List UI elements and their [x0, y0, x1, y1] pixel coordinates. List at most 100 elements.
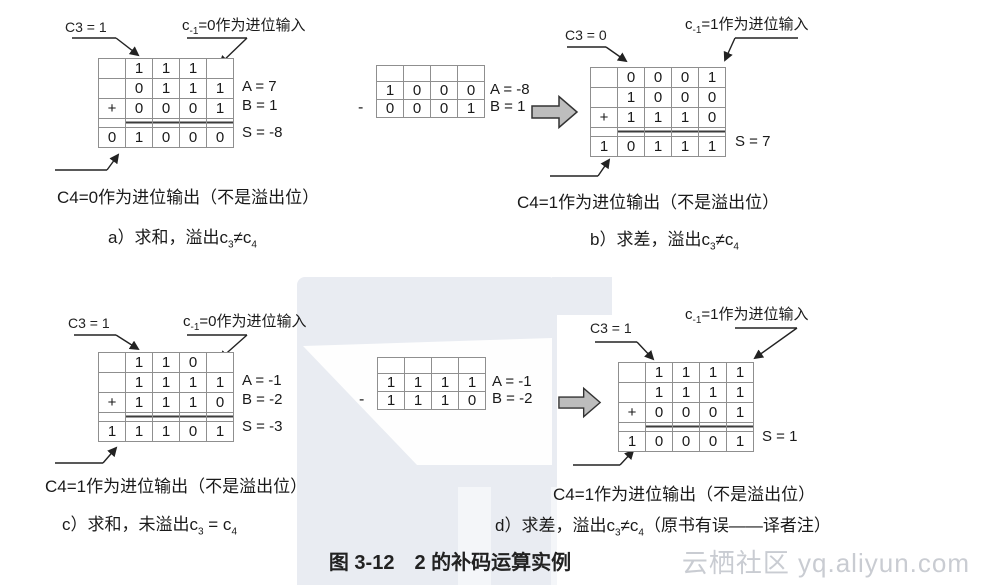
bit-cell: 1 [645, 362, 673, 383]
watermark: 云栖社区 yq.aliyun.com [681, 548, 970, 578]
bit-cell [404, 357, 432, 374]
bit-cell: 1 [179, 392, 207, 413]
sum-row: 1 0 1 1 1 [590, 136, 726, 157]
bit-cell: 1 [726, 402, 754, 423]
caption-text: d）求差，溢出c [495, 516, 615, 535]
c3-label: C3 = 0 [565, 27, 607, 43]
caption-sub: 3 [198, 526, 204, 538]
bit-cell: 0 [699, 431, 727, 452]
bit-cell: 1 [125, 372, 153, 393]
bit-cell: 1 [125, 421, 153, 442]
carry-in-text: =1作为进位输入 [701, 306, 809, 323]
bit-cell: 1 [125, 352, 153, 373]
bit-cell [98, 372, 126, 393]
bit-cell: 1 [726, 431, 754, 452]
carry-out-cell: 1 [98, 421, 126, 442]
bit-cell: 0 [698, 107, 726, 128]
c3-arrow [115, 334, 140, 351]
bit-cell: 0 [125, 98, 153, 119]
carry-out-label: C4=1作为进位输出（不是溢出位） [553, 485, 816, 504]
figure-title: 图 3-12 2 的补码运算实例 [328, 552, 572, 574]
a-value-label: A = -1 [492, 373, 532, 390]
carry-in-text: c [183, 313, 191, 330]
carry-out-arrow [597, 158, 611, 177]
caption-text: ≠c [715, 230, 734, 249]
bit-cell: 1 [125, 58, 153, 79]
bit-cell: 1 [125, 392, 153, 413]
bit-cell [376, 65, 404, 82]
bit-cell: 1 [125, 127, 153, 148]
c3-arrow [636, 341, 655, 361]
separator-row [590, 127, 726, 137]
sum-rule [699, 422, 727, 432]
bit-cell [618, 362, 646, 383]
bit-cell: 1 [672, 362, 700, 383]
section-b: 1 0 0 0 0 0 0 1 - A = -8 B = 1 C3 = 0 c-… [350, 5, 982, 265]
caption-text: b）求差，溢出c [590, 230, 710, 249]
bit-cell: 1 [698, 136, 726, 157]
bit-cell: 1 [645, 382, 673, 403]
bit-cell [403, 65, 431, 82]
c3-label: C3 = 1 [68, 315, 110, 331]
section-c: C3 = 1 c-1=0作为进位输入 1 1 0 1 1 1 1 + 1 1 1 [40, 300, 380, 550]
sum-rule [617, 127, 645, 137]
operand-table: 1 1 1 1 1 1 1 0 [377, 357, 486, 410]
sum-rule [179, 118, 207, 128]
bit-cell: 1 [179, 372, 207, 393]
bit-cell: 0 [644, 67, 672, 88]
s-value-label: S = -3 [242, 418, 283, 435]
plus-sign-cell: + [98, 98, 126, 119]
bit-cell: 0 [672, 431, 700, 452]
binary-table: 1 1 0 1 1 1 1 + 1 1 1 0 [98, 352, 234, 442]
bit-cell [206, 58, 234, 79]
carry-in-text: c [685, 306, 693, 323]
bit-cell: 1 [404, 373, 432, 392]
caption-sub: 3 [709, 241, 716, 253]
carry-row: 0 0 0 1 [590, 67, 726, 88]
bit-cell: 0 [430, 81, 458, 100]
bit-cell: 0 [672, 402, 700, 423]
operand-b-row: + 1 1 1 0 [590, 107, 726, 128]
carry-out-label: C4=1作为进位输出（不是溢出位） [517, 193, 780, 212]
caption-text: （原书有误——译者注） [643, 516, 831, 535]
section-d: 1 1 1 1 1 1 1 0 - A = -1 B = -2 C3 = 1 c… [350, 300, 982, 585]
operand-a-row: 1 0 0 0 [590, 87, 726, 108]
carry-out-cell: 1 [618, 431, 646, 452]
plus-sign-cell: + [618, 402, 646, 423]
bit-cell: 1 [152, 78, 180, 99]
bit-cell: 0 [458, 391, 486, 410]
section-a: C3 = 1 c-1=0作为进位输入 1 1 1 0 1 1 1 + 0 0 0 [40, 5, 380, 265]
separator-cell [590, 127, 618, 137]
bit-cell: 0 [645, 431, 673, 452]
block-arrow-right-icon [531, 94, 579, 130]
carry-in-label: c-1=1作为进位输入 [685, 13, 809, 36]
caption-d: d）求差，溢出c3≠c4（原书有误——译者注） [495, 511, 831, 538]
blank-row [376, 65, 485, 82]
bit-cell: 0 [698, 87, 726, 108]
a-value-label: A = -1 [242, 372, 282, 389]
bit-cell: 0 [206, 127, 234, 148]
bit-cell: 1 [671, 136, 699, 157]
sum-rule [125, 118, 153, 128]
separator-cell [618, 422, 646, 432]
bit-cell: 1 [698, 67, 726, 88]
separator-row [98, 118, 234, 128]
bit-cell: 0 [179, 98, 207, 119]
bit-cell: 0 [430, 99, 458, 118]
bit-cell: 1 [152, 58, 180, 79]
carry-in-sub: -1 [692, 25, 702, 36]
carry-out-arrow [102, 446, 118, 464]
binary-table: 0 0 0 1 1 0 0 0 + 1 1 1 0 [590, 67, 726, 157]
minus-sign: - [359, 391, 365, 408]
bit-cell: 1 [726, 362, 754, 383]
block-arrow-right-icon [558, 386, 602, 419]
carry-out-arrow [106, 153, 120, 171]
caption-text: = c [203, 515, 232, 534]
bit-cell: 0 [457, 81, 485, 100]
operand-b-row: 0 0 0 1 [376, 99, 485, 118]
operand-a-row: 1 1 1 1 [618, 382, 754, 403]
bit-cell: 1 [206, 78, 234, 99]
operand-a-row: 1 0 0 0 [376, 81, 485, 100]
caption-text: ≠c [233, 228, 252, 247]
caption-a: a）求和，溢出c3≠c4 [108, 223, 257, 250]
